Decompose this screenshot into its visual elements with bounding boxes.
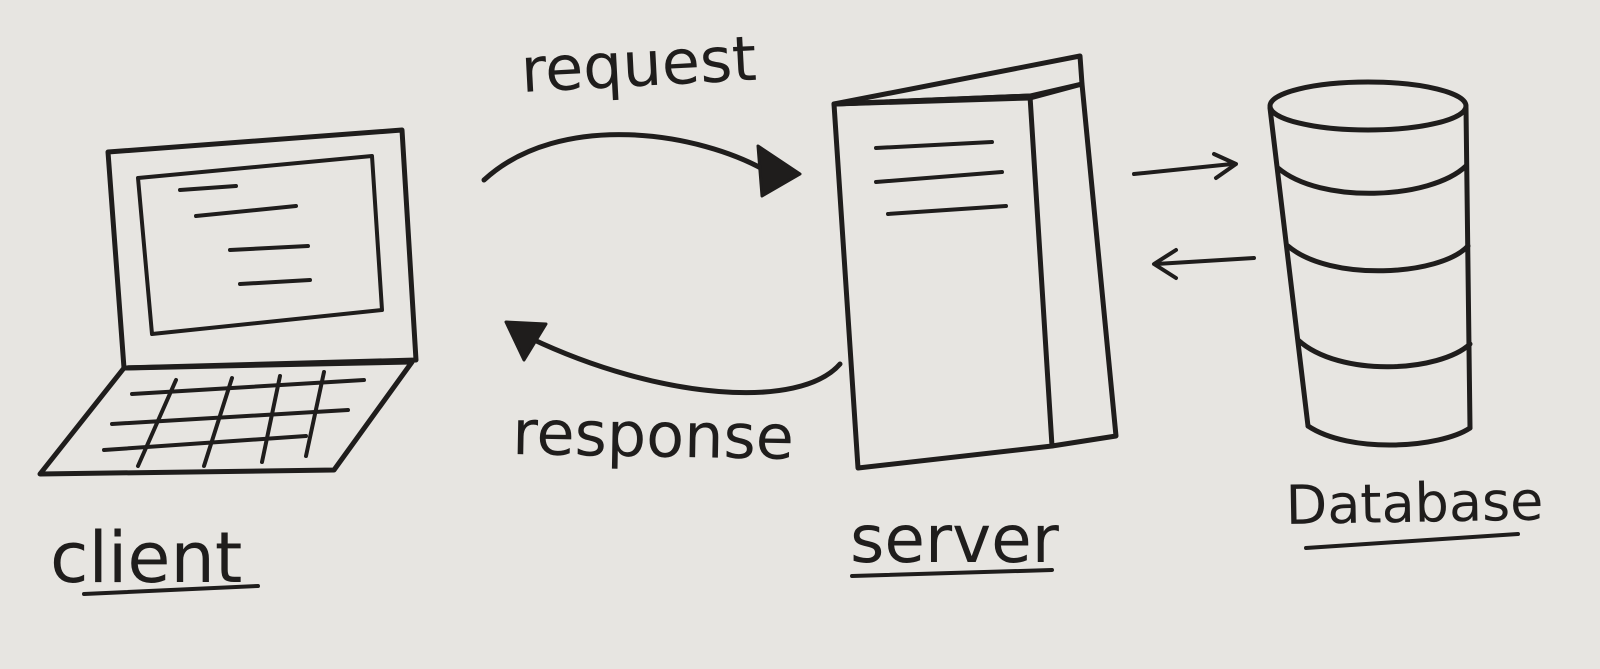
request-label: request [519, 22, 758, 107]
server-tower-icon [831, 53, 1119, 471]
database-underline [1304, 532, 1520, 550]
response-arrow [504, 320, 843, 396]
server-label: server [850, 501, 1060, 578]
server-to-database-arrow [1132, 152, 1238, 180]
database-label: Database [1285, 470, 1544, 537]
laptop-icon [37, 127, 419, 477]
server-underline [850, 568, 1054, 578]
client-label: client [50, 517, 242, 599]
client-underline [82, 584, 260, 596]
database-to-server-arrow [1152, 248, 1256, 280]
response-label: response [512, 396, 795, 474]
request-arrow [481, 132, 802, 198]
database-cylinder-icon [1267, 79, 1473, 448]
